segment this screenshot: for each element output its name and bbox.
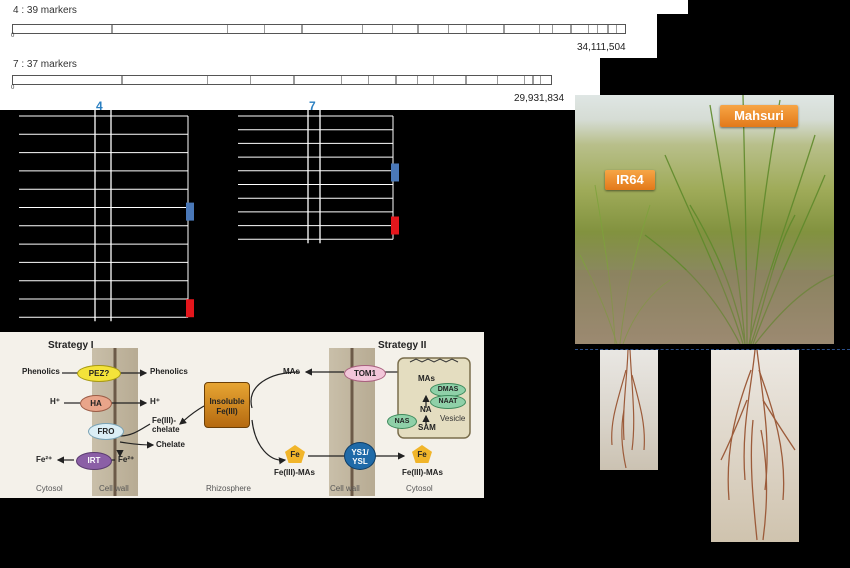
- strategy1-title: Strategy I: [48, 340, 94, 351]
- fe-left-icon: Fe: [285, 445, 305, 463]
- insoluble-fe-box: Insoluble Fe(III): [204, 382, 250, 428]
- chr7-marker-start: 0: [11, 85, 15, 91]
- dashed-divider: [575, 349, 850, 350]
- fe2-left: Fe²⁺: [36, 455, 53, 464]
- marker-tick: [606, 25, 609, 33]
- marker-tick: [416, 25, 419, 33]
- fe2-right: Fe²⁺: [118, 455, 135, 464]
- mas-left: MAs: [283, 367, 300, 376]
- marker-tick: [464, 76, 467, 84]
- chr4-marker-title: 4 : 39 markers: [13, 5, 77, 16]
- chr7-panel: [238, 110, 399, 244]
- ir64-label: IR64: [605, 170, 655, 190]
- rice-plants: [575, 95, 834, 344]
- chr4-panel-label: 4: [96, 99, 103, 113]
- ir64-root-photo: [600, 350, 658, 470]
- ir64-roots: [611, 350, 645, 469]
- chr4-marker-bar: [12, 24, 626, 34]
- chr7-marker-length: 29,931,834: [514, 93, 565, 104]
- marker-tick: [110, 25, 113, 33]
- marker-tick: [524, 76, 526, 84]
- cellwall-left: Cell wall: [99, 484, 129, 493]
- ys1-ysl-transporter: YS1/ YSL: [344, 442, 376, 470]
- marker-tick: [502, 25, 505, 33]
- marker-tick: [341, 76, 343, 84]
- marker-map-chr4-body: 4 : 39 markers 0 34,111,504: [0, 5, 657, 58]
- arrow-fro-chelate: [119, 441, 155, 449]
- vesicle-label: Vesicle: [440, 414, 466, 423]
- marker-tick: [532, 76, 535, 84]
- tom1-transporter: TOM1: [344, 365, 386, 382]
- marker-tick: [615, 25, 617, 33]
- qtl-marker: [391, 216, 399, 235]
- marker-tick: [292, 76, 295, 84]
- arrow-mas-insoluble: [250, 371, 301, 409]
- marker-tick: [361, 25, 363, 33]
- arrow-insoluble-femas: [251, 419, 287, 465]
- marker-tick: [569, 25, 572, 33]
- qtl-marker: [391, 163, 399, 182]
- fe-chelate-label: Fe(III)- chelate: [152, 416, 180, 434]
- marker-tick: [551, 25, 553, 33]
- chr7-marker-title: 7 : 37 markers: [13, 59, 77, 70]
- phenolics-left: Phenolics: [22, 367, 60, 376]
- fro-enzyme: FRO: [88, 423, 124, 440]
- cytosol-left: Cytosol: [36, 484, 63, 493]
- marker-tick: [249, 76, 251, 84]
- cytosol-right: Cytosol: [406, 484, 433, 493]
- marker-tick: [300, 25, 303, 33]
- mahsuri-roots: [720, 350, 796, 541]
- marker-tick: [416, 76, 418, 84]
- strategy2-title: Strategy II: [378, 340, 427, 351]
- marker-tick: [447, 25, 449, 33]
- pez-transporter: PEZ?: [77, 365, 121, 382]
- naat-enzyme: NAAT: [430, 395, 466, 409]
- mas-vesicle: MAs: [418, 374, 435, 383]
- irt-transporter: IRT: [76, 452, 112, 470]
- marker-tick: [394, 76, 397, 84]
- mahsuri-root-photo: [711, 350, 799, 542]
- chelate-label: Chelate: [156, 440, 185, 449]
- rhizosphere-label: Rhizosphere: [206, 484, 251, 493]
- marker-map-chr4: [0, 0, 688, 14]
- cellwall-right: Cell wall: [330, 484, 360, 493]
- marker-tick: [597, 25, 599, 33]
- chr4-marker-start: 0: [11, 33, 15, 39]
- sam-label: SAM: [418, 423, 436, 432]
- fe-mas-right: Fe(III)-MAs: [402, 468, 443, 477]
- marker-tick: [539, 25, 541, 33]
- fe-right-icon: Fe: [412, 445, 432, 463]
- marker-tick: [120, 76, 123, 84]
- marker-tick: [497, 76, 499, 84]
- arrow-chelate-fro: [119, 423, 151, 437]
- h-right: H⁺: [150, 397, 160, 406]
- marker-tick: [432, 76, 434, 84]
- h-left: H⁺: [50, 397, 60, 406]
- ha-pump: HA: [80, 395, 112, 412]
- nas-enzyme: NAS: [387, 414, 417, 429]
- marker-tick: [392, 25, 394, 33]
- chr7-panel-label: 7: [309, 99, 316, 113]
- marker-tick: [368, 76, 370, 84]
- marker-map-chr7: 7 : 37 markers 0 29,931,834: [0, 58, 600, 110]
- iron-uptake-diagram: Strategy I Strategy II Phenolics PEZ? Ph…: [0, 332, 484, 498]
- chr7-marker-bar: [12, 75, 552, 85]
- arrow-insoluble-chelate: [179, 405, 205, 425]
- marker-tick: [227, 25, 229, 33]
- marker-tick: [206, 76, 208, 84]
- fe-mas-left: Fe(III)-MAs: [274, 468, 315, 477]
- marker-tick: [263, 25, 265, 33]
- marker-tick: [588, 25, 590, 33]
- mahsuri-label: Mahsuri: [720, 105, 798, 127]
- marker-tick: [465, 25, 467, 33]
- mas-structure: [409, 358, 459, 363]
- chr4-marker-length: 34,111,504: [577, 42, 626, 53]
- rice-field-photo: IR64 Mahsuri: [575, 95, 834, 344]
- phenolics-right: Phenolics: [150, 367, 188, 376]
- na-label: NA: [420, 405, 432, 414]
- qtl-marker: [186, 299, 194, 318]
- marker-tick: [540, 76, 542, 84]
- qtl-marker: [186, 202, 194, 221]
- chr4-panel: [19, 110, 194, 322]
